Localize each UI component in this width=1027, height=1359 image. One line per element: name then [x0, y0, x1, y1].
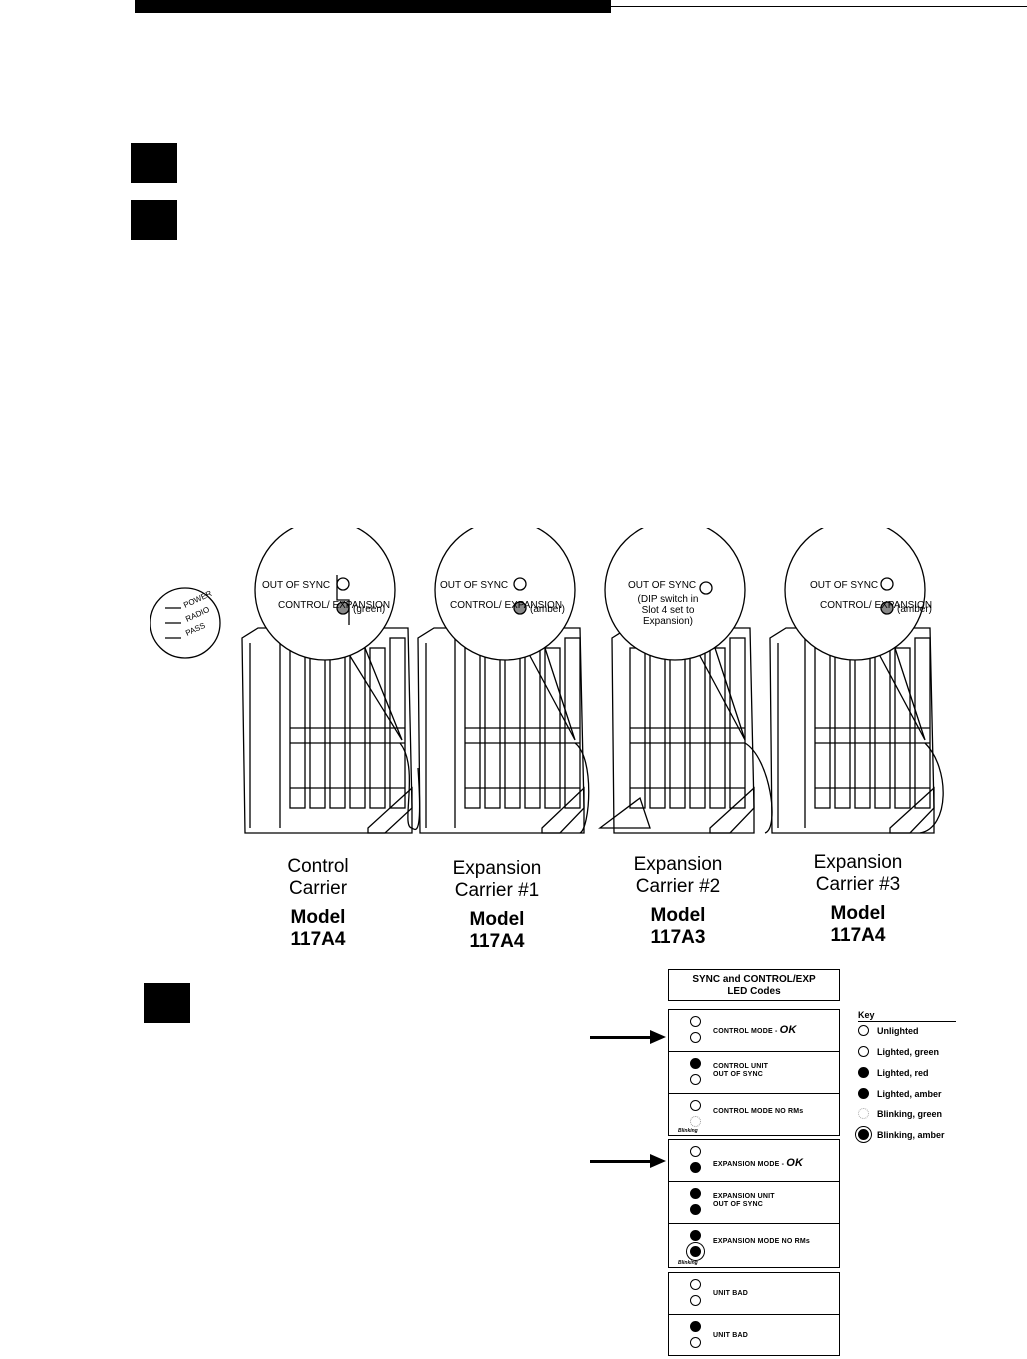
- key-label: Lighted, red: [877, 1068, 929, 1078]
- balloon-4-control-exp: CONTROL/ EXPANSION: [820, 600, 932, 611]
- led-lit-icon: [690, 1188, 701, 1199]
- balloon-2-color: (amber): [530, 604, 565, 615]
- led-red-icon: [858, 1067, 869, 1078]
- caption-line2: Carrier #1: [454, 880, 540, 901]
- row-label-2: OUT OF SYNC: [713, 1071, 764, 1078]
- blinking-note: Blinking: [678, 1260, 698, 1266]
- caption-line2: Carrier #2: [635, 876, 721, 897]
- caption-model: 117A4: [469, 931, 525, 952]
- caption-model-label: Model: [469, 909, 525, 930]
- led-lit-icon: [690, 1204, 701, 1215]
- led-row-unit-bad-1: UNIT BAD: [669, 1273, 839, 1314]
- led-unlit-icon: [690, 1295, 701, 1306]
- row-label: CONTROL MODE -: [713, 1028, 780, 1035]
- arrowhead-icon: [650, 1030, 666, 1044]
- led-row-unit-bad-2: UNIT BAD: [669, 1314, 839, 1357]
- led-amber-icon: [858, 1088, 869, 1099]
- caption-model-label: Model: [290, 907, 346, 928]
- caption-line1: Expansion: [813, 852, 903, 873]
- row-label: CONTROL UNIT: [713, 1063, 769, 1070]
- led-row-control-no-rms: CONTROL MODE NO RMs Blinking: [669, 1093, 839, 1137]
- led-green-icon: [858, 1046, 869, 1057]
- blinking-amber-icon: [690, 1246, 701, 1257]
- led-unlit-icon: [690, 1337, 701, 1348]
- led-lit-icon: [690, 1321, 701, 1332]
- led-row-control-ok: CONTROL MODE - OK: [669, 1010, 839, 1051]
- led-row-expansion-no-rms: EXPANSION MODE NO RMs Blinking: [669, 1223, 839, 1269]
- caption-model: 117A3: [650, 927, 706, 948]
- key-label: Lighted, amber: [877, 1089, 942, 1099]
- step-marker-2: [131, 200, 177, 240]
- caption-model: 117A4: [830, 925, 886, 946]
- key-label: Lighted, green: [877, 1047, 940, 1057]
- caption-line1: Expansion: [633, 854, 723, 875]
- arrowhead-icon: [650, 1154, 666, 1168]
- balloon-4-color: (amber): [897, 604, 932, 615]
- led-row-expansion-ok: EXPANSION MODE - OK: [669, 1140, 839, 1181]
- row-label-ok: OK: [786, 1157, 804, 1169]
- arrow-expansion-ok: [590, 1160, 652, 1163]
- blinking-green-icon: [690, 1116, 701, 1127]
- balloon-2-control-exp: CONTROL/ EXPANSION: [450, 600, 562, 611]
- header-rule: [611, 6, 1027, 7]
- caption-line2: Carrier: [288, 878, 348, 899]
- led-group-unit-bad: UNIT BAD UNIT BAD: [668, 1272, 840, 1356]
- balloon-1-out-of-sync: OUT OF SYNC: [262, 580, 330, 591]
- key-label: Unlighted: [877, 1026, 919, 1036]
- led-table-title-line2: LED Codes: [727, 986, 781, 997]
- blinking-amber-icon: [858, 1129, 869, 1140]
- row-label: UNIT BAD: [713, 1332, 749, 1339]
- row-label-ok: OK: [779, 1024, 797, 1036]
- led-unlit-icon: [690, 1074, 701, 1085]
- caption-line1: Control: [287, 856, 349, 877]
- led-unlit-icon: [690, 1032, 701, 1043]
- step-marker-3: [144, 983, 190, 1023]
- row-label: UNIT BAD: [713, 1290, 749, 1297]
- caption-expansion-carrier-3: Expansion Carrier #3 Model 117A4: [793, 852, 923, 947]
- led-lit-icon: [690, 1230, 701, 1241]
- row-label: EXPANSION MODE -: [713, 1161, 787, 1168]
- led-lit-icon: [690, 1058, 701, 1069]
- led-lit-icon: [690, 1162, 701, 1173]
- balloon-4-out-of-sync: OUT OF SYNC: [810, 580, 878, 591]
- arrow-control-ok: [590, 1036, 652, 1039]
- caption-expansion-carrier-2: Expansion Carrier #2 Model 117A3: [613, 854, 743, 949]
- balloon-3-out-of-sync: OUT OF SYNC: [628, 580, 696, 591]
- row-label-2: OUT OF SYNC: [713, 1201, 764, 1208]
- led-unlit-icon: [690, 1016, 701, 1027]
- row-label: EXPANSION UNIT: [713, 1193, 775, 1200]
- key-title: Key: [858, 1010, 875, 1020]
- row-label: EXPANSION MODE NO RMs: [713, 1238, 811, 1245]
- blinking-green-icon: [858, 1108, 869, 1119]
- key-label: Blinking, green: [877, 1109, 943, 1119]
- row-label: CONTROL MODE NO RMs: [713, 1108, 804, 1115]
- balloon-1-control-exp: CONTROL/ EXPANSION: [278, 600, 390, 611]
- led-table-title: SYNC and CONTROL/EXP LED Codes: [668, 969, 840, 1001]
- caption-model-label: Model: [830, 903, 886, 924]
- step-marker-1: [131, 143, 177, 183]
- led-unlit-icon: [690, 1100, 701, 1111]
- caption-control-carrier: Control Carrier Model 117A4: [268, 856, 368, 951]
- led-unlit-icon: [858, 1025, 869, 1036]
- caption-line2: Carrier #3: [815, 874, 901, 895]
- header-bar: [135, 0, 611, 13]
- blinking-note: Blinking: [678, 1128, 698, 1134]
- key-rule: [858, 1021, 956, 1022]
- balloon-2-out-of-sync: OUT OF SYNC: [440, 580, 508, 591]
- led-unlit-icon: [690, 1279, 701, 1290]
- caption-model-label: Model: [650, 905, 706, 926]
- led-table-title-line1: SYNC and CONTROL/EXP: [692, 974, 816, 985]
- dip-switch-note: (DIP switch in Slot 4 set to Expansion): [637, 594, 699, 627]
- caption-line1: Expansion: [452, 858, 542, 879]
- led-unlit-icon: [690, 1146, 701, 1157]
- balloon-1-color: (green): [353, 604, 385, 615]
- carrier-illustration: OUT OF SYNC CONTROL/ EXPANSION (green) O…: [150, 528, 944, 834]
- key-label: Blinking, amber: [877, 1130, 945, 1140]
- caption-expansion-carrier-1: Expansion Carrier #1 Model 117A4: [432, 858, 562, 953]
- caption-model: 117A4: [290, 929, 346, 950]
